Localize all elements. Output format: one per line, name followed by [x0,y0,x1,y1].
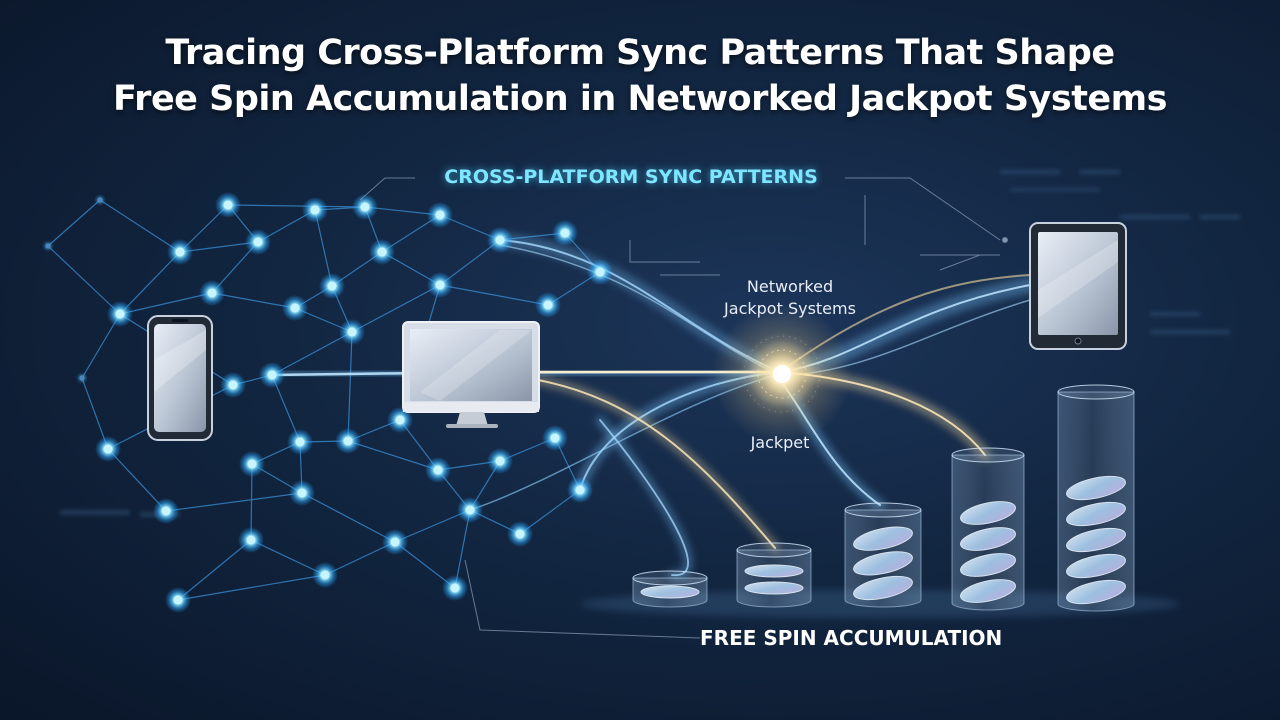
network-node [302,197,328,223]
free-spin-coin [853,575,913,601]
network-link [301,492,396,543]
network-node [107,301,133,327]
free-spin-coin [1066,527,1126,553]
network-node [507,521,533,547]
network-link [99,199,181,253]
network-node [382,529,408,555]
coin-stack [951,447,1025,611]
network-node [427,202,453,228]
network-node [319,273,345,299]
network-node [282,295,308,321]
network-node [487,227,513,253]
network-link [250,539,326,576]
free-spin-coin [1066,553,1126,579]
network-link [107,448,167,512]
network-node [42,240,54,252]
sync-network-nodes [42,192,613,613]
network-link [347,331,353,442]
networked-jackpot-label-line2: Jackpot Systems [724,299,856,318]
network-node [487,448,513,474]
network-node [457,497,483,523]
annotation-lines [359,177,1008,639]
network-node [442,575,468,601]
network-node [287,429,313,455]
network-node [94,194,106,206]
cross-platform-sync-label: CROSS-PLATFORM SYNC PATTERNS [444,166,818,188]
tablet-icon [1029,222,1127,350]
network-node [535,292,561,318]
jackpot-label: Jackpet [750,433,810,452]
network-link [227,204,366,208]
networked-jackpot-label: Networked Jackpot Systems [700,276,880,320]
network-node [239,451,265,477]
free-spin-accumulation-label: FREE SPIN ACCUMULATION [700,626,1003,650]
network-node [167,239,193,265]
network-node [220,372,246,398]
network-node [567,477,593,503]
network-node [76,372,88,384]
network-link [177,574,326,601]
free-spin-coin [960,553,1016,577]
network-link [119,251,181,315]
coin-stack [632,570,708,608]
free-spin-coin [1066,579,1126,605]
network-node [95,436,121,462]
network-link [394,509,471,543]
free-spin-coin [1066,475,1126,501]
network-link [179,241,259,253]
title-line-1: Tracing Cross-Platform Sync Patterns Tha… [165,33,1115,73]
network-node [387,407,413,433]
network-link [211,292,296,309]
free-spin-coin [640,585,700,599]
network-link [347,440,439,471]
network-node [542,425,568,451]
network-node [199,280,225,306]
network-node [339,319,365,345]
free-spin-coin [1066,501,1126,527]
networked-jackpot-label-line1: Networked [746,277,834,296]
coin-stack [1057,384,1135,612]
network-link [47,245,121,315]
network-node [245,229,271,255]
free-spin-coin [960,579,1016,603]
network-node [552,220,578,246]
network-node [215,192,241,218]
network-link [271,331,353,376]
free-spin-coin-stacks [632,384,1135,612]
free-spin-coin [960,527,1016,551]
title-line-2: Free Spin Accumulation in Networked Jack… [113,79,1167,119]
network-node [425,457,451,483]
network-link [47,199,101,247]
page-title: Tracing Cross-Platform Sync Patterns Tha… [0,30,1280,122]
network-node [312,562,338,588]
network-node [427,272,453,298]
coin-stack [736,542,812,608]
network-link [177,539,252,601]
free-spin-coin [744,564,804,578]
network-node [153,498,179,524]
network-node [238,527,264,553]
network-node [289,480,315,506]
free-spin-coin [960,501,1016,525]
smartphone-icon [147,315,213,441]
network-node [165,587,191,613]
coin-stack [844,502,922,608]
network-node [587,259,613,285]
network-link [454,509,471,589]
network-link [351,284,441,333]
network-node [259,362,285,388]
jackpot-hub [712,304,852,444]
network-link [119,292,213,315]
network-node [369,239,395,265]
network-node [335,428,361,454]
free-spin-coin [853,551,913,576]
free-spin-coin [744,581,804,595]
network-link [165,492,303,512]
free-spin-coin [853,526,913,551]
network-node [352,194,378,220]
network-link [439,284,549,306]
desktop-monitor-icon [402,321,540,428]
